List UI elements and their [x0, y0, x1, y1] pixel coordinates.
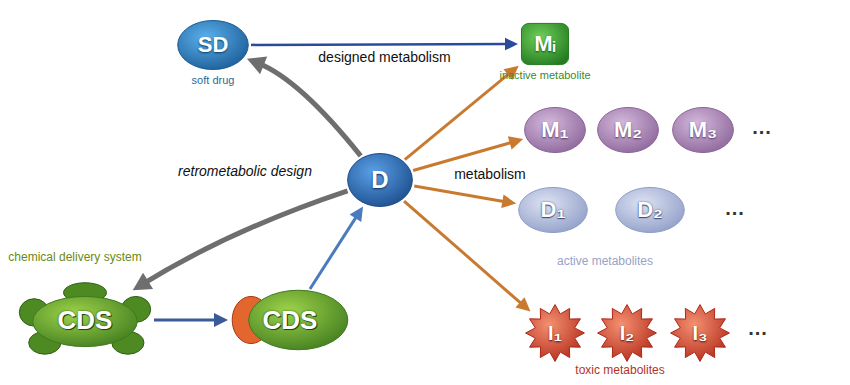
shape-label: CDS [263, 307, 318, 333]
continuation-dots: ... [748, 317, 768, 339]
toxic-metabolite-star: I₃ [670, 304, 730, 362]
connector-arrow [413, 136, 523, 170]
active-metabolite-ellipse: D₁ [518, 187, 588, 233]
drug-ellipse: D [347, 153, 413, 207]
connector-line [259, 63, 361, 155]
connector-line [404, 201, 523, 305]
shape-label: D₂ [637, 199, 663, 221]
annotation-text: metabolism [454, 167, 526, 182]
connector-arrow [247, 57, 361, 156]
toxic-metabolite-star: I₂ [597, 304, 657, 362]
arrowhead [515, 297, 530, 311]
shape-label: SD [198, 34, 229, 56]
annotation-text: retrometabolic design [178, 164, 312, 179]
shape-caption: inactive metabolite [499, 69, 590, 81]
arrowhead [133, 273, 153, 291]
connector-line [143, 191, 347, 284]
arrowhead [508, 136, 523, 149]
shape-label: M₁ [541, 119, 568, 141]
metabolite-ellipse: M₂ [597, 107, 659, 153]
metabolite-ellipse: M₁ [524, 107, 586, 153]
connector-line [310, 215, 358, 289]
connector-arrow [251, 38, 518, 50]
inactive-metabolite-box: Mᵢinactive metabolite [521, 23, 569, 65]
group-caption: toxic metabolites [575, 364, 664, 377]
shape-caption: soft drug [192, 74, 235, 86]
shape-label: I₃ [693, 323, 708, 343]
continuation-dots: ... [725, 197, 745, 219]
soft-drug-ellipse: SDsoft drug [177, 20, 249, 70]
continuation-dots: ... [752, 116, 772, 138]
connector-arrow [154, 313, 228, 327]
metabolite-ellipse: M₃ [672, 107, 734, 153]
group-caption: chemical delivery system [8, 251, 141, 264]
shape-label: D₁ [541, 199, 566, 221]
arrowhead [247, 57, 267, 75]
arrowhead [214, 313, 228, 327]
shape-label: CDS [58, 307, 113, 333]
group-caption: active metabolites [557, 255, 653, 268]
connector-arrow [133, 191, 348, 291]
toxic-metabolite-star: I₁ [525, 304, 585, 362]
shape-label: I₁ [548, 323, 562, 343]
connector-arrow [414, 186, 516, 208]
connector-line [154, 319, 218, 322]
connector-line [413, 142, 514, 171]
shape-label: M₂ [614, 119, 642, 141]
delivery-system-shape: CDS [231, 289, 349, 351]
connector-arrow [404, 201, 530, 312]
arrowhead [505, 38, 518, 50]
active-metabolite-ellipse: D₂ [615, 187, 685, 233]
shape-label: D [371, 168, 388, 192]
arrowhead [350, 206, 363, 222]
shape-label: I₂ [620, 323, 634, 343]
delivery-system-shape: CDS [18, 282, 152, 358]
edge-label: designed metabolism [316, 50, 452, 65]
shape-label: Mᵢ [534, 33, 555, 55]
connector-line [251, 43, 509, 46]
connector-arrow [310, 206, 363, 289]
shape-label: M₃ [689, 119, 718, 141]
arrowhead [501, 194, 516, 208]
connector-line [414, 186, 506, 202]
